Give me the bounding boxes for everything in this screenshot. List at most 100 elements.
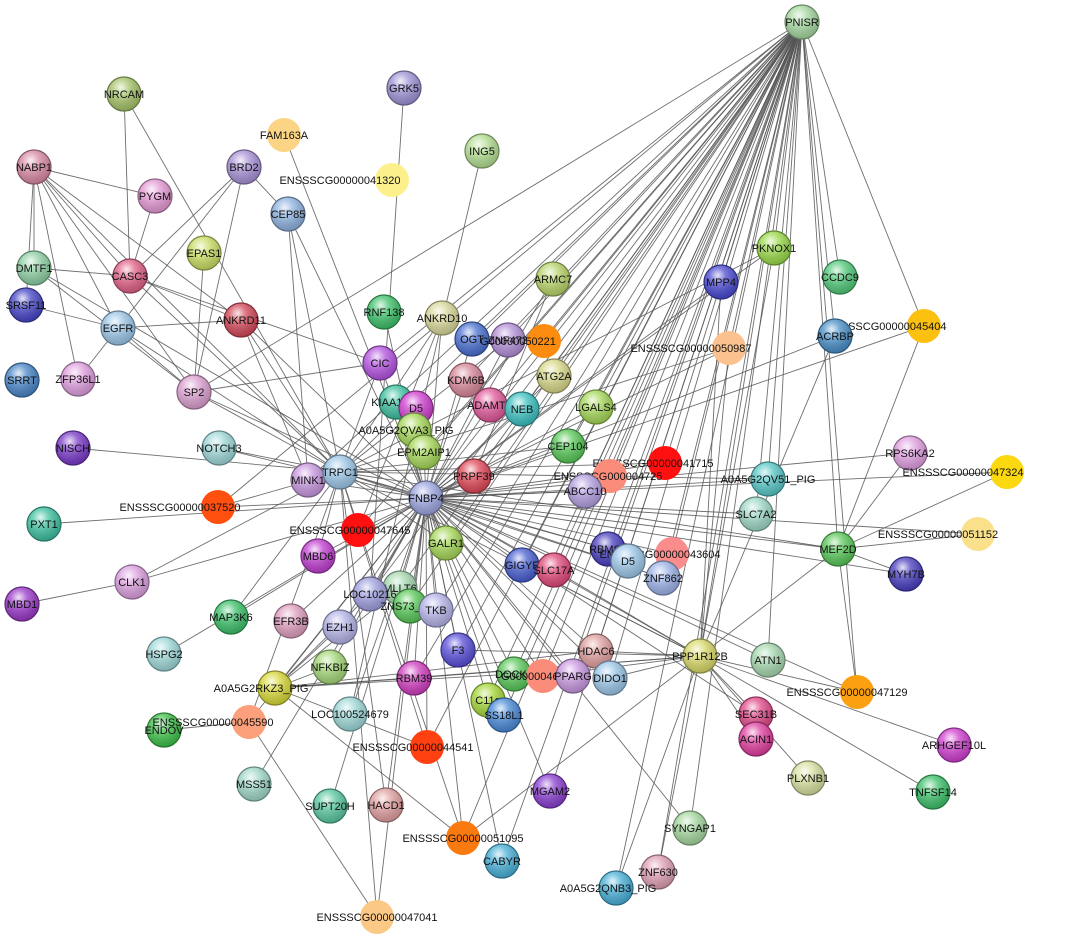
node-mgam2[interactable]: MGAM2 bbox=[530, 773, 570, 809]
node-enssscg00000044541[interactable]: ENSSSCG00000044541 bbox=[352, 730, 474, 764]
node-znf630[interactable]: ZNF630 bbox=[638, 854, 678, 890]
node-grk5[interactable]: GRK5 bbox=[386, 70, 422, 106]
node-enssscg00000051095[interactable]: ENSSSCG00000051095 bbox=[402, 821, 524, 855]
node-znf862[interactable]: ZNF862 bbox=[643, 560, 683, 596]
node-ss18l1[interactable]: SS18L1 bbox=[484, 697, 524, 733]
node-pparg[interactable]: PPARG bbox=[554, 658, 592, 694]
node-efr3b[interactable]: EFR3B bbox=[273, 603, 309, 639]
node-hdac6[interactable]: HDAC6 bbox=[577, 633, 615, 669]
node-ogt[interactable]: OGT bbox=[454, 321, 490, 357]
node-dock6[interactable]: DOCK6 bbox=[495, 656, 533, 692]
node-loc100524679[interactable]: LOC100524679 bbox=[311, 696, 389, 732]
node-epm2aip1[interactable]: EPM2AIP1 bbox=[397, 434, 451, 470]
node-enssscg00000047041[interactable]: ENSSSCG00000047041 bbox=[316, 900, 438, 934]
node-enssscg00000050987[interactable]: ENSSSCG00000050987 bbox=[630, 331, 752, 365]
node-enssscg00000047324[interactable]: ENSSSCG00000047324 bbox=[902, 455, 1024, 489]
node-ppp1r12b[interactable]: PPP1R12B bbox=[672, 638, 728, 674]
node-sec31b[interactable]: SEC31B bbox=[735, 696, 777, 732]
node-cep104[interactable]: CEP104 bbox=[548, 428, 589, 464]
node-adamts5[interactable]: ADAMTS bbox=[467, 387, 513, 423]
node-endov[interactable]: ENDOV bbox=[144, 712, 184, 748]
node-galr1[interactable]: GALR1 bbox=[428, 525, 464, 561]
node-nisch[interactable]: NISCH bbox=[55, 430, 91, 466]
node-enssscg00000051152[interactable]: ENSSSCG00000051152 bbox=[878, 517, 998, 551]
node-pygm[interactable]: PYGM bbox=[137, 178, 173, 214]
node-mbd1[interactable]: MBD1 bbox=[4, 586, 40, 622]
node-clk1[interactable]: CLK1 bbox=[114, 564, 150, 600]
node-ezh1[interactable]: EZH1 bbox=[322, 609, 358, 645]
node-plxnb1[interactable]: PLXNB1 bbox=[787, 760, 829, 796]
node-ccdc9[interactable]: CCDC9 bbox=[821, 259, 859, 295]
node-a0a5g2qv51[interactable]: A0A5G2QV51_PIG bbox=[721, 461, 816, 497]
node-gigyf[interactable]: GIGYF bbox=[504, 547, 540, 583]
node-dido1[interactable]: DIDO1 bbox=[592, 660, 628, 696]
node-enssscg00000045590[interactable]: ENSSSCG00000045590 bbox=[152, 705, 274, 739]
node-prpf39[interactable]: PRPF39 bbox=[453, 458, 495, 494]
node-enssscg00000045404[interactable]: ENSSSCG00000045404 bbox=[825, 309, 947, 343]
node-syngap1[interactable]: SYNGAP1 bbox=[664, 810, 716, 846]
node-a0a5g2rkz3[interactable]: A0A5G2RKZ3_PIG bbox=[214, 670, 309, 706]
node-map3k6[interactable]: MAP3K6 bbox=[209, 599, 253, 635]
node-tnfsf14[interactable]: TNFSF14 bbox=[909, 774, 957, 810]
node-fnbp4[interactable]: FNBP4 bbox=[408, 480, 444, 516]
node-cep85[interactable]: CEP85 bbox=[270, 196, 306, 232]
node-enssscg00000041320[interactable]: ENSSSCG00000041320 bbox=[279, 163, 409, 197]
node-pxt1[interactable]: PXT1 bbox=[26, 506, 62, 542]
node-mpp4[interactable]: MPP4 bbox=[703, 264, 739, 300]
node-pnisr[interactable]: PNISR bbox=[784, 4, 820, 40]
node-enssscg00000050221[interactable]: G00000050221 bbox=[480, 324, 561, 358]
node-ing5[interactable]: ING5 bbox=[464, 133, 500, 169]
node-armc7[interactable]: ARMC7 bbox=[534, 261, 573, 297]
node-acrbp[interactable]: ACRBP bbox=[816, 318, 854, 354]
node-atg2a[interactable]: ATG2A bbox=[536, 358, 572, 394]
node-loc10216[interactable]: LOC10216 bbox=[343, 576, 397, 612]
node-nrcam[interactable]: NRCAM bbox=[104, 76, 144, 112]
node-enssscg00000037520[interactable]: ENSSSCG00000037520 bbox=[119, 490, 241, 524]
node-sp2[interactable]: SP2 bbox=[176, 374, 212, 410]
node-a0a5g2qva3[interactable]: A0A5G2QVA3_PIG bbox=[358, 412, 454, 448]
node-brd2[interactable]: BRD2 bbox=[226, 149, 262, 185]
node-slc7a2[interactable]: SLC7A2 bbox=[736, 496, 777, 532]
node-srsf11[interactable]: SRSF11 bbox=[6, 287, 47, 323]
node-neb[interactable]: NEB bbox=[504, 391, 540, 427]
node-zfp36l1[interactable]: ZFP36L1 bbox=[55, 361, 101, 397]
node-znf473[interactable]: ZNF473 bbox=[488, 322, 528, 358]
node-dmtf1[interactable]: DMTF1 bbox=[16, 250, 53, 286]
node-rbm39[interactable]: RBM39 bbox=[396, 660, 433, 696]
node-abcc10[interactable]: ABCC10 bbox=[564, 473, 607, 509]
node-d5b[interactable]: D5 bbox=[610, 543, 646, 579]
node-lgals4[interactable]: LGALS4 bbox=[575, 389, 617, 425]
node-cic[interactable]: CIC bbox=[362, 345, 398, 381]
node-acin1[interactable]: ACIN1 bbox=[738, 721, 774, 757]
node-supt20h[interactable]: SUPT20H bbox=[305, 788, 355, 824]
node-myh7b[interactable]: MYH7B bbox=[887, 556, 925, 592]
node-slc17a[interactable]: SLC17A bbox=[534, 552, 576, 588]
node-nabp1[interactable]: NABP1 bbox=[16, 149, 52, 185]
node-tkb[interactable]: TKB bbox=[418, 592, 454, 628]
node-epas1[interactable]: EPAS1 bbox=[186, 235, 222, 271]
node-egfr[interactable]: EGFR bbox=[100, 310, 136, 346]
node-arhgef10l[interactable]: ARHGEF10L bbox=[922, 727, 986, 763]
node-mef2d[interactable]: MEF2D bbox=[819, 531, 857, 567]
node-trpc1[interactable]: TRPC1 bbox=[322, 454, 358, 490]
node-enssscg00000047129[interactable]: ENSSSCG00000047129 bbox=[786, 675, 908, 709]
node-cabyr[interactable]: CABYR bbox=[483, 843, 521, 879]
node-kdm6b[interactable]: KDM6B bbox=[447, 362, 485, 398]
node-mbd6[interactable]: MBD6 bbox=[300, 538, 336, 574]
node-ankrd10[interactable]: ANKRD10 bbox=[417, 300, 468, 336]
node-ankrd11[interactable]: ANKRD11 bbox=[216, 302, 266, 338]
node-casc3[interactable]: CASC3 bbox=[112, 258, 149, 294]
node-hspg2[interactable]: HSPG2 bbox=[145, 636, 183, 672]
node-nfkbiz[interactable]: NFKBIZ bbox=[310, 649, 350, 685]
node-srrt[interactable]: SRRT bbox=[4, 362, 40, 398]
node-mss51[interactable]: MSS51 bbox=[236, 766, 272, 802]
node-hacd1[interactable]: HACD1 bbox=[367, 787, 405, 823]
node-rps6ka2[interactable]: RPS6KA2 bbox=[885, 435, 935, 471]
node-fam163a[interactable]: FAM163A bbox=[260, 118, 309, 152]
node-rnf138[interactable]: RNF138 bbox=[364, 294, 405, 330]
node-f3[interactable]: F3 bbox=[440, 632, 476, 668]
node-a0a5g2qnb3[interactable]: A0A5G2QNB3_PIG bbox=[560, 870, 657, 906]
node-atn1[interactable]: ATN1 bbox=[750, 642, 786, 678]
node-mink1[interactable]: MINK1 bbox=[290, 462, 326, 498]
node-notch3[interactable]: NOTCH3 bbox=[196, 430, 242, 466]
